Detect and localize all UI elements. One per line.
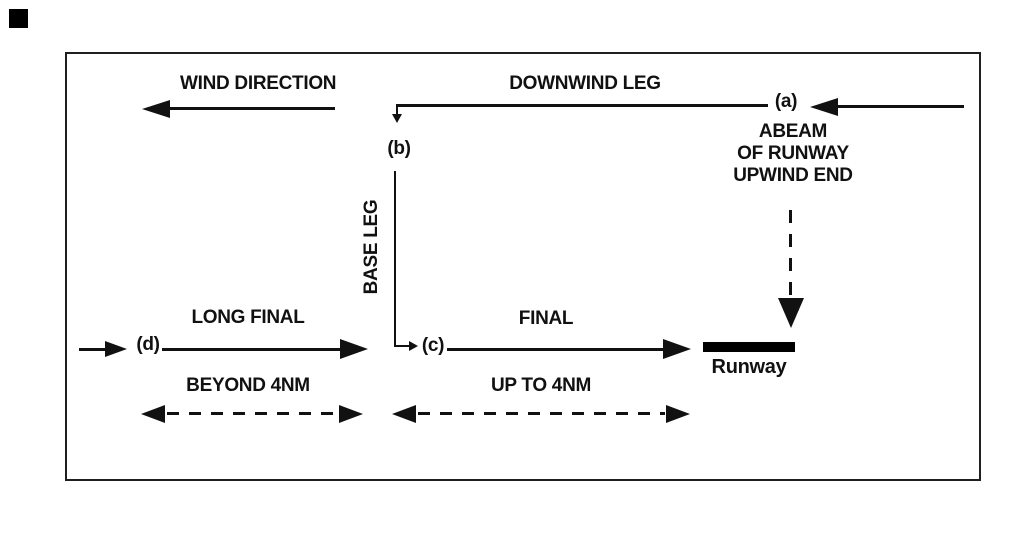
point-c-label: (c) — [421, 335, 445, 356]
base-corner-stub — [396, 345, 411, 347]
up-to-4nm-left-arrowhead-icon — [392, 405, 416, 423]
runway-bar — [703, 342, 795, 352]
diagram-border — [65, 52, 981, 481]
abeam-note-line2: OF RUNWAY — [737, 143, 849, 164]
point-d-label: (d) — [136, 334, 160, 355]
long-final-arrowhead-icon — [340, 339, 368, 359]
wind-direction-label: WIND DIRECTION — [180, 73, 337, 94]
abeam-note: ABEAM OF RUNWAY UPWIND END — [713, 121, 873, 187]
runway-label: Runway — [711, 356, 787, 378]
entry-d-arrow-shaft — [79, 348, 107, 351]
beyond-4nm-dashed-line — [167, 412, 339, 415]
wind-direction-arrow-shaft — [168, 107, 335, 110]
abeam-dashed-pointer-line — [789, 210, 792, 298]
beyond-4nm-left-arrowhead-icon — [141, 405, 165, 423]
long-final-label: LONG FINAL — [191, 307, 305, 328]
final-arrow-shaft — [447, 348, 665, 351]
abeam-note-line1: ABEAM — [758, 121, 828, 142]
up-to-4nm-label: UP TO 4NM — [490, 375, 592, 396]
beyond-4nm-right-arrowhead-icon — [339, 405, 363, 423]
downwind-corner-arrowhead-icon — [392, 114, 402, 123]
base-leg-line — [394, 171, 396, 347]
up-to-4nm-right-arrowhead-icon — [666, 405, 690, 423]
downwind-leg-line — [396, 104, 768, 107]
point-b-label: (b) — [387, 138, 411, 159]
entry-arrowhead-icon — [810, 98, 838, 116]
base-leg-label: BASE LEG — [360, 199, 382, 295]
base-corner-arrowhead-icon — [409, 341, 418, 351]
entry-d-arrowhead-icon — [105, 341, 127, 357]
downwind-corner-stub — [396, 104, 398, 115]
point-a-label: (a) — [774, 91, 798, 112]
long-final-arrow-shaft — [162, 348, 342, 351]
up-to-4nm-dashed-line — [418, 412, 665, 415]
abeam-pointer-arrowhead-icon — [778, 298, 804, 328]
downwind-leg-label: DOWNWIND LEG — [509, 73, 661, 94]
abeam-note-line3: UPWIND END — [733, 165, 853, 186]
final-label: FINAL — [518, 308, 574, 329]
final-arrowhead-icon — [663, 339, 691, 359]
wind-direction-arrowhead-icon — [142, 100, 170, 118]
corner-bullet-square — [9, 9, 28, 28]
beyond-4nm-label: BEYOND 4NM — [186, 375, 310, 396]
base-leg-rotated-wrap: BASE LEG — [360, 182, 382, 312]
entry-arrow-shaft — [836, 105, 964, 108]
